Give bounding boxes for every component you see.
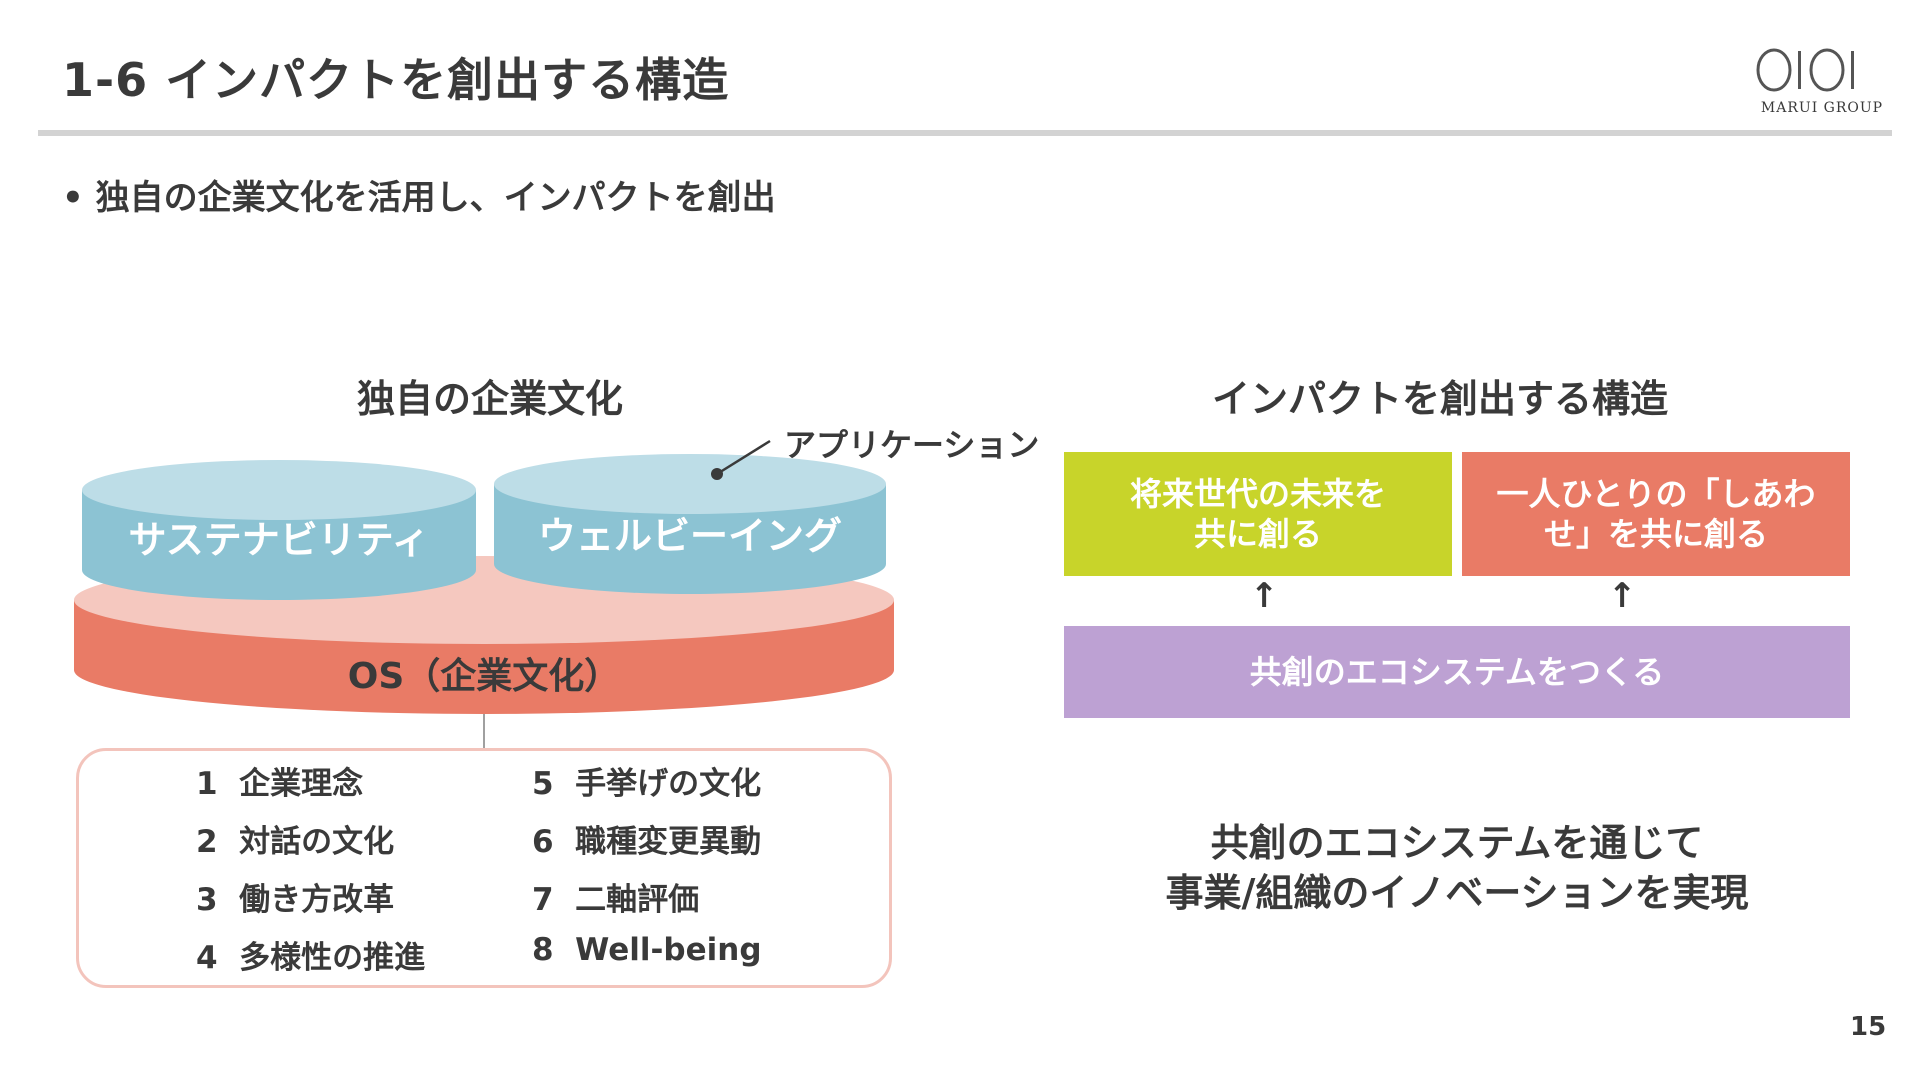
list-item: 7 二軸評価 (532, 882, 700, 918)
foundation-box-ecosystem: 共創のエコシステムをつくる (1064, 626, 1850, 718)
list-item: 1 企業理念 (196, 766, 364, 802)
list-item: 4 多様性の推進 (196, 940, 426, 976)
list-item: 5 手挙げの文化 (532, 766, 762, 802)
app-label-sustainability: サステナビリティ (129, 518, 430, 562)
callout-dot (711, 468, 723, 480)
logo-text: MARUI GROUP (1760, 100, 1884, 116)
right-panel-heading: インパクトを創出する構造 (1211, 377, 1668, 421)
list-item: 2 対話の文化 (196, 824, 395, 860)
app-label-wellbeing: ウェルビーイング (538, 514, 842, 558)
callout-label: アプリケーション (784, 426, 1039, 464)
title-divider (38, 130, 1892, 136)
page-number: 15 (1850, 1012, 1887, 1042)
arrow-up-icon: ↑ (1607, 576, 1637, 616)
marui-logo-icon (1756, 48, 1854, 92)
left-panel-heading: 独自の企業文化 (356, 377, 623, 421)
arrow-up-icon: ↑ (1249, 576, 1279, 616)
outcome-box-future-generations: 将来世代の未来を共に創る (1064, 452, 1452, 576)
culture-list-box (76, 748, 892, 988)
list-item: 6 職種変更異動 (532, 824, 762, 860)
callout-line (716, 439, 771, 476)
list-item: 3 働き方改革 (196, 882, 395, 918)
app-cylinder-sustainability: サステナビリティ (82, 460, 476, 600)
conclusion-text: 共創のエコシステムを通じて 事業/組織のイノベーションを実現 (1165, 821, 1749, 915)
intro-bullet: • 独自の企業文化を活用し、インパクトを創出 (62, 178, 776, 218)
outcome-box-happiness: 一人ひとりの「しあわせ」を共に創る (1462, 452, 1850, 576)
list-item: 8 Well-being (532, 932, 762, 968)
app-cylinder-wellbeing: ウェルビーイング (494, 454, 886, 594)
page-title: 1-6 インパクトを創出する構造 (62, 53, 730, 107)
os-label: OS（企業文化） (348, 655, 621, 697)
